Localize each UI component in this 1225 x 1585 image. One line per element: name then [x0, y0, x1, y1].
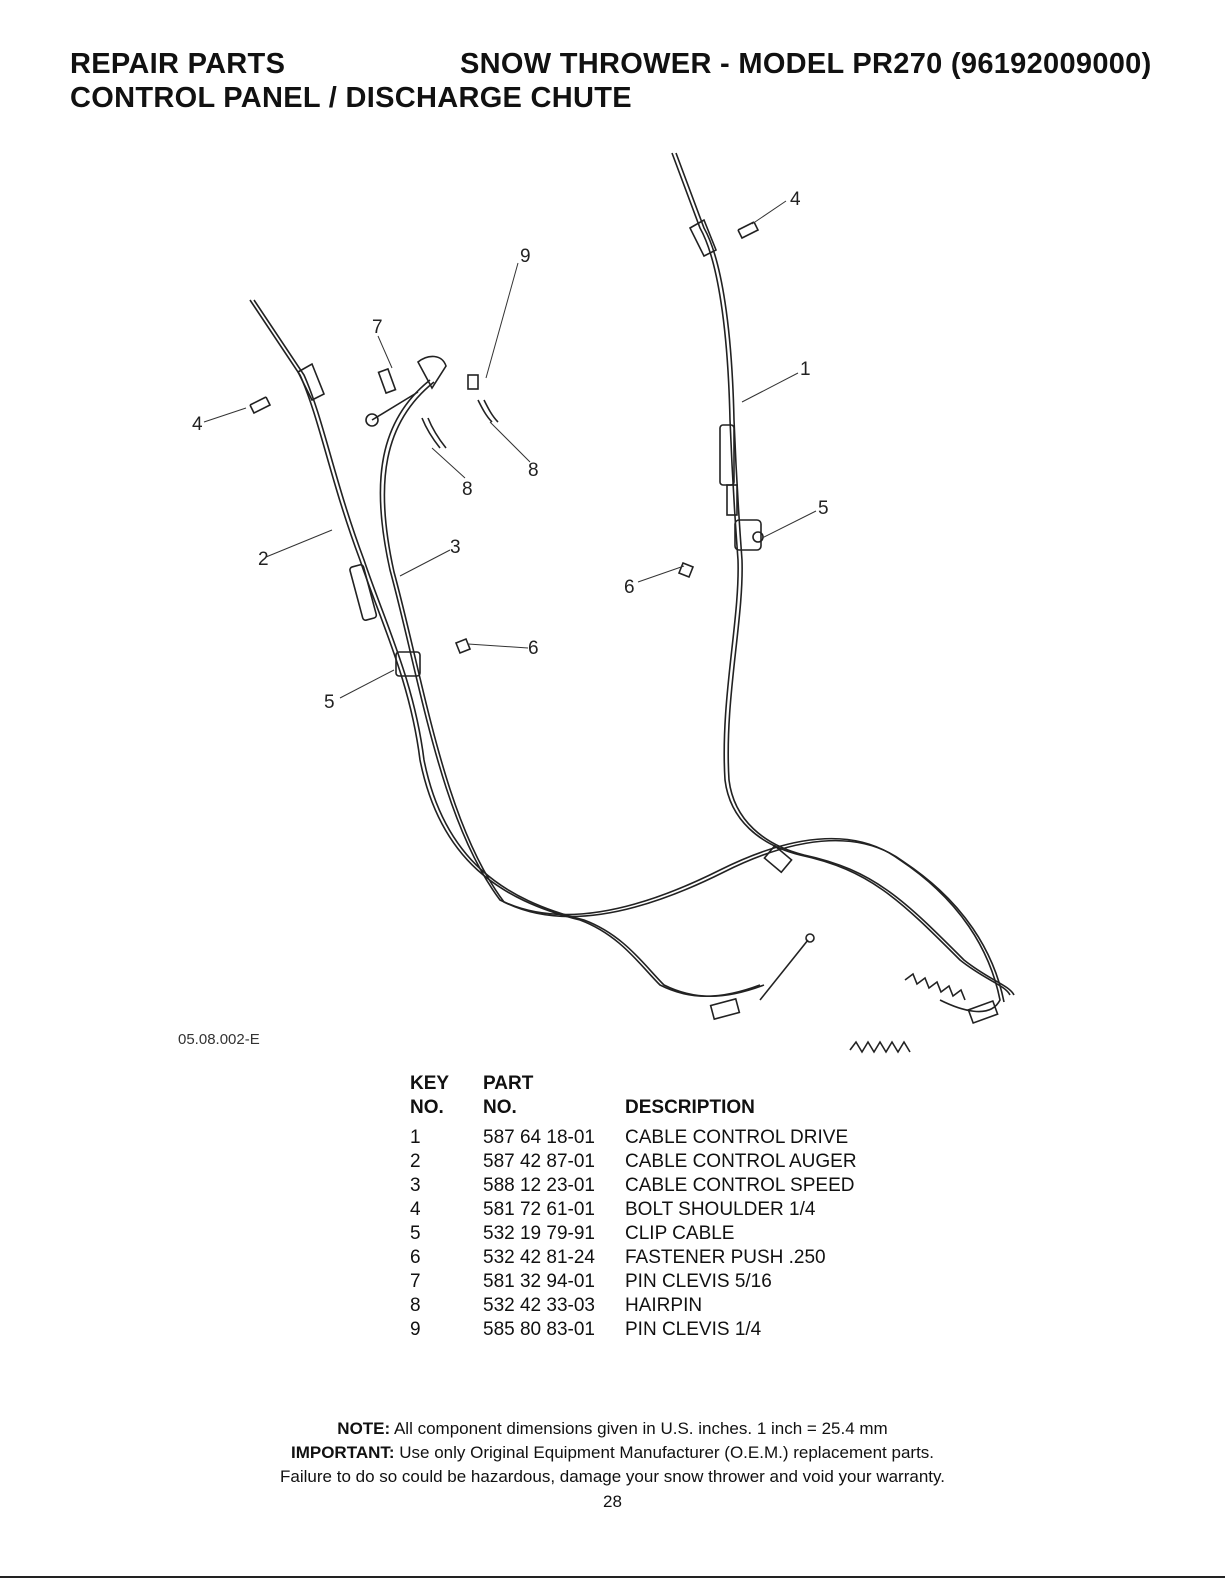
description-cell: CLIP CABLE — [625, 1223, 735, 1244]
callout-6-right: 6 — [624, 577, 635, 598]
key-cell: 2 — [410, 1151, 421, 1172]
callout-7: 7 — [372, 317, 383, 338]
important-text: Use only Original Equipment Manufacturer… — [394, 1443, 935, 1462]
table-row: 6 532 42 81-24 FASTENER PUSH .250 — [410, 1246, 857, 1270]
key-cell: 8 — [410, 1295, 421, 1316]
key-cell: 1 — [410, 1127, 421, 1148]
part-number-cell: 532 42 81-24 — [483, 1247, 595, 1268]
description-cell: HAIRPIN — [625, 1295, 703, 1316]
callout-9: 9 — [520, 246, 531, 267]
callout-4-left: 4 — [192, 414, 203, 435]
part-number-cell: 588 12 23-01 — [483, 1175, 595, 1196]
callout-3: 3 — [450, 537, 461, 558]
part-number-cell: 581 32 94-01 — [483, 1271, 595, 1292]
description-cell: FASTENER PUSH .250 — [625, 1247, 826, 1268]
table-row: 4 581 72 61-01 BOLT SHOULDER 1/4 — [410, 1198, 857, 1222]
parts-diagram: 4 7 9 4 1 8 8 2 3 5 6 6 5 — [192, 152, 1015, 1054]
parts-header-row-1: KEY PART — [410, 1072, 857, 1096]
callout-5-right: 5 — [818, 498, 829, 519]
key-cell: 7 — [410, 1271, 421, 1292]
table-row: 8 532 42 33-03 HAIRPIN — [410, 1294, 857, 1318]
description-cell: CABLE CONTROL DRIVE — [625, 1127, 849, 1148]
warning-line: Failure to do so could be hazardous, dam… — [280, 1467, 945, 1486]
header-key-line2: NO. — [410, 1097, 444, 1118]
cable-control-drive — [671, 152, 1011, 996]
header-description: DESCRIPTION — [625, 1097, 755, 1118]
table-row: 7 581 32 94-01 PIN CLEVIS 5/16 — [410, 1270, 857, 1294]
header-part-line1: PART — [483, 1073, 534, 1094]
figure-number: 05.08.002-E — [178, 1031, 260, 1048]
note-label: NOTE: — [337, 1419, 391, 1438]
description-cell: BOLT SHOULDER 1/4 — [625, 1199, 816, 1220]
table-row: 3 588 12 23-01 CABLE CONTROL SPEED — [410, 1174, 857, 1198]
part-number-cell: 581 72 61-01 — [483, 1199, 595, 1220]
callout-1: 1 — [800, 359, 811, 380]
cable-control-speed — [379, 379, 1001, 1013]
parts-table: KEY PART NO. NO. DESCRIPTION 1 587 64 18-… — [410, 1072, 857, 1342]
table-row: 5 532 19 79-91 CLIP CABLE — [410, 1222, 857, 1246]
header-left-title: REPAIR PARTS — [70, 48, 286, 80]
table-row: 9 585 80 83-01 PIN CLEVIS 1/4 — [410, 1318, 857, 1342]
cable-control-auger — [249, 299, 761, 997]
parts-header-row-2: NO. NO. DESCRIPTION — [410, 1096, 857, 1126]
callout-2: 2 — [258, 549, 269, 570]
callout-8-left: 8 — [462, 479, 473, 500]
part-number-cell: 532 19 79-91 — [483, 1223, 595, 1244]
page-number: 28 — [603, 1492, 622, 1511]
part-number-cell: 587 42 87-01 — [483, 1151, 595, 1172]
key-cell: 5 — [410, 1223, 421, 1244]
header-right-title: SNOW THROWER - MODEL PR270 (96192009000) — [460, 48, 1152, 80]
part-number-cell: 532 42 33-03 — [483, 1295, 595, 1316]
callout-8-right: 8 — [528, 460, 539, 481]
part-number-cell: 587 64 18-01 — [483, 1127, 595, 1148]
note-text: All component dimensions given in U.S. i… — [390, 1419, 888, 1438]
description-cell: PIN CLEVIS 5/16 — [625, 1271, 772, 1292]
key-cell: 6 — [410, 1247, 421, 1268]
table-row: 1 587 64 18-01 CABLE CONTROL DRIVE — [410, 1126, 857, 1150]
header-key-line1: KEY — [410, 1073, 450, 1094]
key-cell: 4 — [410, 1199, 421, 1220]
header-part-line2: NO. — [483, 1097, 517, 1118]
description-cell: CABLE CONTROL SPEED — [625, 1175, 855, 1196]
description-cell: PIN CLEVIS 1/4 — [625, 1319, 762, 1340]
notes-block: NOTE: All component dimensions given in … — [0, 1417, 1225, 1489]
callout-5-left: 5 — [324, 692, 335, 713]
table-row: 2 587 42 87-01 CABLE CONTROL AUGER — [410, 1150, 857, 1174]
key-cell: 9 — [410, 1319, 421, 1340]
key-cell: 3 — [410, 1175, 421, 1196]
important-label: IMPORTANT: — [290, 1443, 395, 1462]
parts-list: KEY PART NO. NO. DESCRIPTION 1 587 64 18-… — [410, 1072, 857, 1342]
callout-4-right: 4 — [790, 189, 801, 210]
note-line: NOTE: All component dimensions given in … — [0, 1417, 1225, 1441]
important-line: IMPORTANT: Use only Original Equipment M… — [0, 1441, 1225, 1465]
bottom-rule — [0, 1576, 1225, 1578]
description-cell: CABLE CONTROL AUGER — [625, 1151, 857, 1172]
header-subtitle: CONTROL PANEL / DISCHARGE CHUTE — [70, 82, 632, 114]
part-number-cell: 585 80 83-01 — [483, 1319, 595, 1340]
callout-6-left: 6 — [528, 638, 539, 659]
